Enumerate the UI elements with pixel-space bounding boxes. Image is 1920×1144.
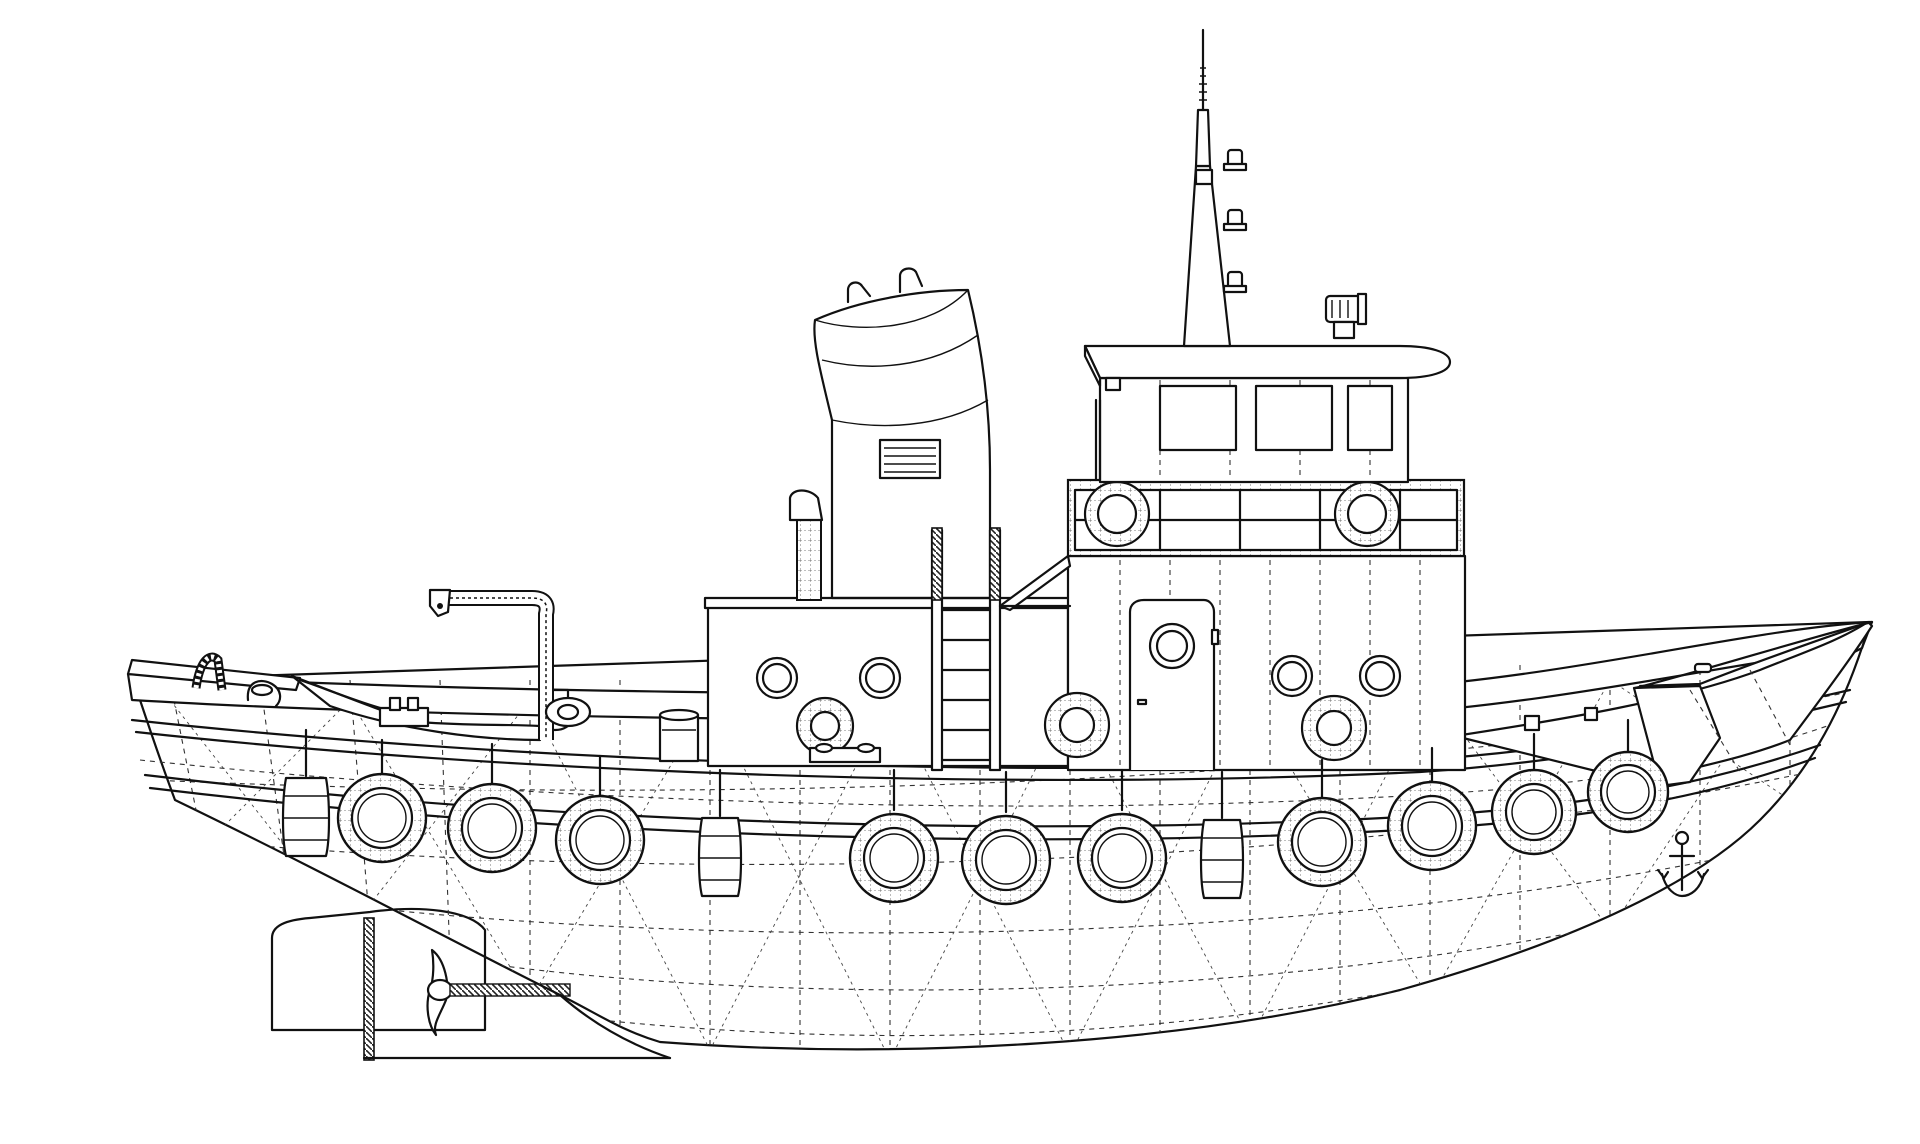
barrel-fender xyxy=(281,728,331,858)
tire-fender xyxy=(1490,732,1578,856)
porthole xyxy=(858,656,902,700)
tire-fender xyxy=(1586,718,1670,834)
fenders xyxy=(336,718,1670,906)
funnel xyxy=(813,267,992,600)
propeller xyxy=(426,948,571,1037)
tire-fender xyxy=(554,754,646,886)
life-ring xyxy=(795,696,855,756)
bow xyxy=(1453,620,1874,788)
anchor-icon xyxy=(1656,830,1710,898)
life-ring xyxy=(1333,480,1401,548)
tire-fender xyxy=(1386,746,1478,872)
bow-bollard xyxy=(1523,706,1599,732)
stern-deck xyxy=(126,588,700,763)
cable-reel xyxy=(544,696,592,728)
tire-fender xyxy=(848,768,940,904)
searchlight xyxy=(1324,292,1368,340)
tire-fender xyxy=(960,770,1052,906)
rudder xyxy=(270,907,487,1032)
tire-fender xyxy=(446,742,538,874)
wheelhouse xyxy=(1083,344,1452,484)
porthole xyxy=(1270,654,1314,698)
mast-light xyxy=(1222,148,1248,172)
life-ring xyxy=(1300,694,1368,762)
mast xyxy=(1182,28,1248,348)
deckhouse-door xyxy=(1128,598,1220,772)
deck-box xyxy=(658,708,700,763)
stern-towing-bitt xyxy=(191,652,227,691)
side-exhaust-pipe xyxy=(788,489,824,601)
life-ring xyxy=(1083,480,1151,548)
porthole xyxy=(1358,654,1402,698)
tire-fender xyxy=(1276,758,1368,888)
deck-bollards xyxy=(808,742,882,764)
wheelhouse-window xyxy=(1254,384,1334,452)
barrel-fenders xyxy=(281,728,1245,900)
rudder-post xyxy=(362,917,672,1061)
funnel-vent-grille xyxy=(878,438,942,480)
ladder xyxy=(930,527,1002,772)
funnel-exhaust-pipe xyxy=(846,267,924,304)
wheelhouse-window xyxy=(1346,384,1394,452)
barrel-fender xyxy=(1199,770,1245,900)
aft-deckhouse xyxy=(703,596,1073,768)
stern-bollard xyxy=(246,680,282,708)
porthole xyxy=(755,656,799,700)
mast-light xyxy=(1222,270,1248,294)
wheelhouse-window xyxy=(1158,384,1238,452)
tire-fender xyxy=(1076,768,1168,904)
upper-deck-railing xyxy=(1066,478,1466,558)
mast-light xyxy=(1222,208,1248,232)
barrel-fender xyxy=(697,768,743,898)
life-ring xyxy=(1043,691,1111,759)
tire-fender xyxy=(336,738,428,864)
towing-arch xyxy=(428,588,555,740)
main-deckhouse xyxy=(998,554,1467,772)
deck-winch xyxy=(378,696,430,728)
